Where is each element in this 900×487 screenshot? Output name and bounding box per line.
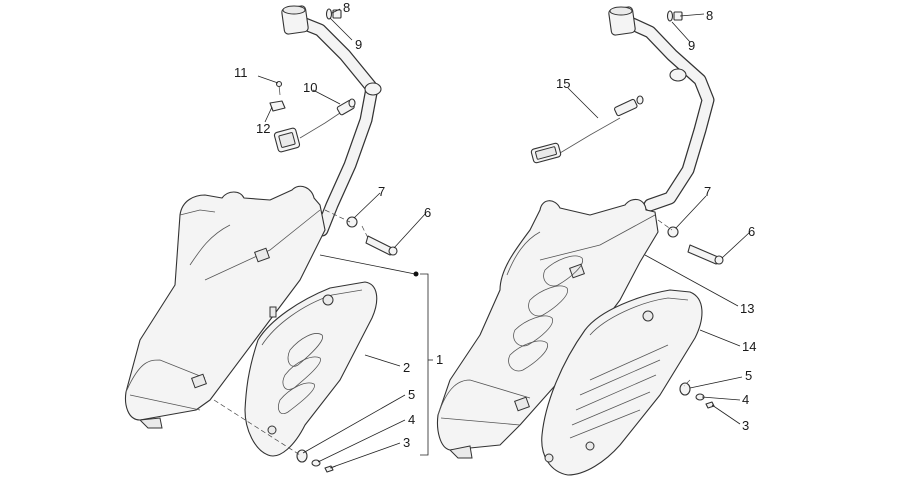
label-12-left: 12	[256, 121, 270, 136]
label-3-left: 3	[403, 435, 410, 450]
label-4-left: 4	[408, 412, 415, 427]
label-4-right: 4	[742, 392, 749, 407]
right-callout-labels: 8 9 15 7 6 13 14 5 4 3	[556, 8, 756, 433]
label-7-right: 7	[704, 184, 711, 199]
left-exhaust-pipe	[281, 5, 382, 237]
label-14-right: 14	[742, 339, 756, 354]
label-9-left: 9	[355, 37, 362, 52]
right-fasteners	[667, 226, 724, 409]
left-assembly-lines	[213, 209, 369, 456]
left-screw-and-clip	[269, 80, 286, 112]
label-5-left: 5	[408, 387, 415, 402]
left-lambda-sensor	[273, 98, 356, 153]
label-9-right: 9	[688, 38, 695, 53]
left-leader-lines	[257, 8, 433, 469]
label-6-right: 6	[748, 224, 755, 239]
right-lambda-sensor	[530, 95, 644, 164]
left-callout-labels: 8 9 10 11 12 7 6 1 2 5 4 3	[234, 0, 443, 450]
left-clamp-parts	[325, 8, 342, 20]
right-clamp-parts	[666, 10, 683, 22]
right-exhaust-pipe	[608, 6, 715, 212]
label-10-left: 10	[303, 80, 317, 95]
left-muffler	[124, 185, 326, 429]
label-6-left: 6	[424, 205, 431, 220]
left-assembly: 8 9 10 11 12 7 6 1 2 5 4 3	[124, 0, 443, 473]
label-8-left: 8	[343, 0, 350, 15]
right-leader-lines	[567, 13, 751, 425]
label-2-left: 2	[403, 360, 410, 375]
label-13-right: 13	[740, 301, 754, 316]
label-3-right: 3	[742, 418, 749, 433]
label-5-right: 5	[745, 368, 752, 383]
label-7-left: 7	[378, 184, 385, 199]
right-muffler	[436, 198, 659, 459]
label-15-right: 15	[556, 76, 570, 91]
label-8-right: 8	[706, 8, 713, 23]
right-assembly: 8 9 15 7 6 13 14 5 4 3	[436, 6, 756, 476]
left-fasteners	[296, 216, 398, 473]
label-1-left: 1	[436, 352, 443, 367]
label-11-left: 11	[234, 65, 248, 80]
right-assembly-lines	[657, 219, 691, 387]
left-heat-shield	[244, 281, 378, 457]
right-heat-shield	[541, 289, 703, 476]
